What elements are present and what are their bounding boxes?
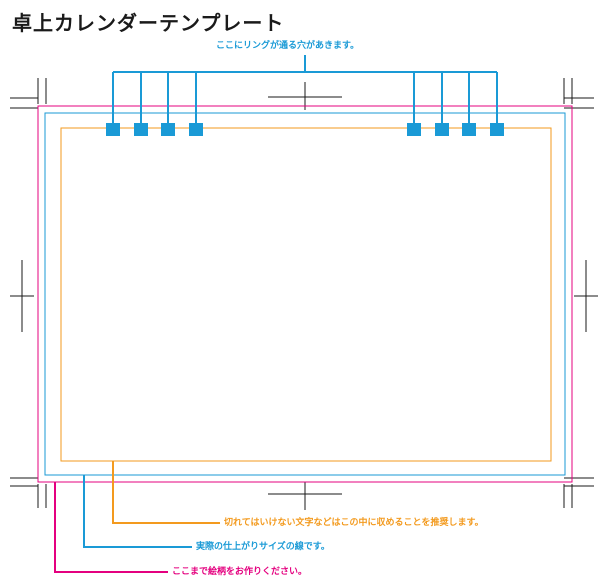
ring-hole-note: ここにリングが通る穴があきます。 [216, 41, 360, 51]
ring-hole [189, 123, 203, 136]
ring-hole [462, 123, 476, 136]
page-title: 卓上カレンダーテンプレート [12, 11, 285, 35]
ring-holes [106, 123, 504, 136]
ring-hole [106, 123, 120, 136]
trim-line-note: 実際の仕上がりサイズの線です。 [196, 542, 330, 552]
bleed-line-leader [54, 482, 168, 573]
trim-line [44, 112, 566, 476]
bleed-line [37, 105, 573, 483]
crop-marks [10, 78, 598, 510]
ring-hole [407, 123, 421, 136]
ring-hole [490, 123, 504, 136]
bleed-area-note: ここまで絵柄をお作りください。 [172, 567, 308, 577]
ring-hole [134, 123, 148, 136]
safe-area-line [60, 127, 552, 462]
safe-area-leader [112, 461, 220, 524]
ring-hole [161, 123, 175, 136]
ring-hole-leader [112, 55, 498, 124]
ring-hole [435, 123, 449, 136]
safe-area-note: 切れてはいけない文字などはこの中に収めることを推奨します。 [224, 518, 484, 528]
trim-line-leader [83, 475, 192, 548]
